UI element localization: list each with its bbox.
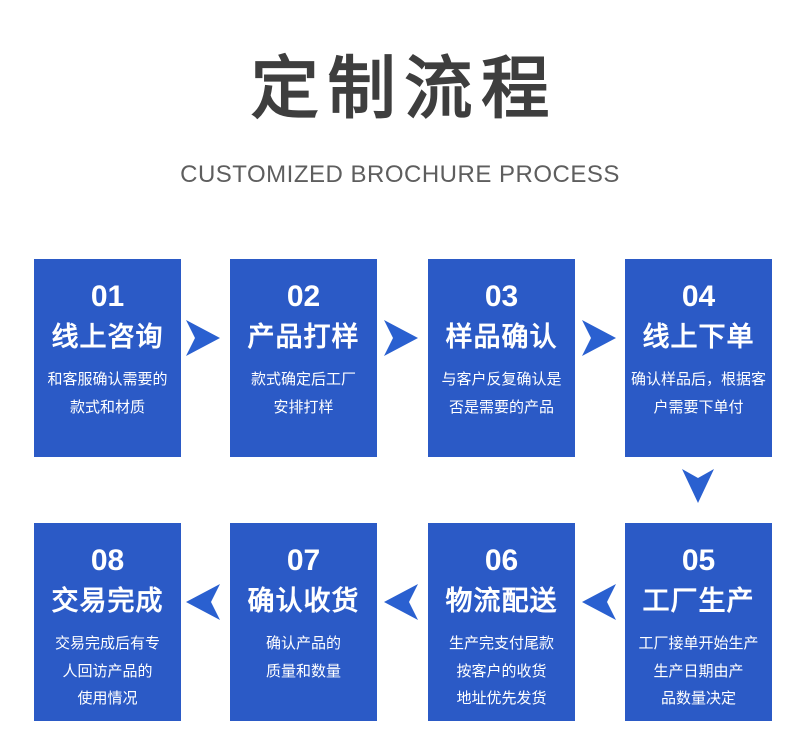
step-description-line: 生产完支付尾款 (448, 635, 554, 652)
step-description: 与客户反复确认是 否是需要的产品 (428, 366, 575, 421)
step-description: 确认样品后，根据客 户需要下单付 (625, 366, 772, 421)
step-description-line: 户需要下单付 (653, 398, 744, 416)
arrow-left-icon (383, 582, 419, 622)
step-title: 工厂生产 (642, 586, 755, 616)
step-description-line: 地址优先发货 (456, 690, 547, 707)
step-description-line: 使用情况 (77, 690, 138, 707)
step-description-line: 安排打样 (273, 398, 334, 416)
step-title: 交易完成 (51, 586, 164, 616)
step-description-line: 质量和数量 (265, 662, 341, 680)
step-description: 款式确定后工厂 安排打样 (230, 366, 377, 421)
arrow-right-icon (581, 318, 617, 358)
arrow-left-icon (185, 582, 221, 622)
arrow-left-icon (581, 582, 617, 622)
arrow-down-icon (680, 466, 716, 506)
step-description-line: 按客户的收货 (456, 662, 547, 680)
step-description: 确认产品的 质量和数量 (230, 630, 377, 685)
step-description-line: 与客户反复确认是 (441, 371, 562, 388)
step-title: 样品确认 (445, 322, 558, 352)
step-box-03: 03 样品确认 与客户反复确认是 否是需要的产品 (428, 259, 575, 457)
step-title: 物流配送 (445, 586, 558, 616)
step-box-08: 08 交易完成 交易完成后有专 人回访产品的 使用情况 (34, 523, 181, 721)
step-number: 02 (286, 280, 321, 313)
step-description-line: 品数量决定 (660, 690, 736, 707)
step-number: 04 (681, 280, 716, 313)
arrow-right-icon (185, 318, 221, 358)
step-number: 08 (90, 544, 125, 577)
step-title: 线上下单 (642, 322, 755, 352)
step-description: 工厂接单开始生产 生产日期由产 品数量决定 (625, 630, 772, 713)
step-box-07: 07 确认收货 确认产品的 质量和数量 (230, 523, 377, 721)
step-number: 06 (484, 544, 519, 577)
step-description: 生产完支付尾款 按客户的收货 地址优先发货 (428, 630, 575, 713)
arrow-right-icon (383, 318, 419, 358)
step-description-line: 人回访产品的 (62, 662, 153, 680)
step-description-line: 确认产品的 (265, 635, 341, 652)
step-number: 01 (90, 280, 125, 313)
step-title: 产品打样 (247, 322, 360, 352)
step-description-line: 否是需要的产品 (448, 398, 554, 416)
step-title: 确认收货 (247, 586, 360, 616)
step-description-line: 款式和材质 (69, 398, 145, 416)
step-description-line: 确认样品后，根据客 (630, 371, 766, 388)
step-box-04: 04 线上下单 确认样品后，根据客 户需要下单付 (625, 259, 772, 457)
step-description-line: 生产日期由产 (653, 662, 744, 680)
step-number: 07 (286, 544, 321, 577)
step-description-line: 款式确定后工厂 (250, 371, 356, 388)
step-description: 交易完成后有专 人回访产品的 使用情况 (34, 630, 181, 713)
step-description: 和客服确认需要的 款式和材质 (34, 366, 181, 421)
step-box-02: 02 产品打样 款式确定后工厂 安排打样 (230, 259, 377, 457)
page-title: 定制流程 (250, 51, 559, 127)
step-number: 05 (681, 544, 716, 577)
step-box-05: 05 工厂生产 工厂接单开始生产 生产日期由产 品数量决定 (625, 523, 772, 721)
step-description-line: 工厂接单开始生产 (638, 635, 759, 652)
step-number: 03 (484, 280, 519, 313)
page-subtitle: CUSTOMIZED BROCHURE PROCESS (180, 161, 620, 188)
step-description-line: 和客服确认需要的 (47, 371, 168, 388)
step-title: 线上咨询 (51, 322, 164, 352)
step-description-line: 交易完成后有专 (54, 635, 160, 652)
step-box-06: 06 物流配送 生产完支付尾款 按客户的收货 地址优先发货 (428, 523, 575, 721)
step-box-01: 01 线上咨询 和客服确认需要的 款式和材质 (34, 259, 181, 457)
